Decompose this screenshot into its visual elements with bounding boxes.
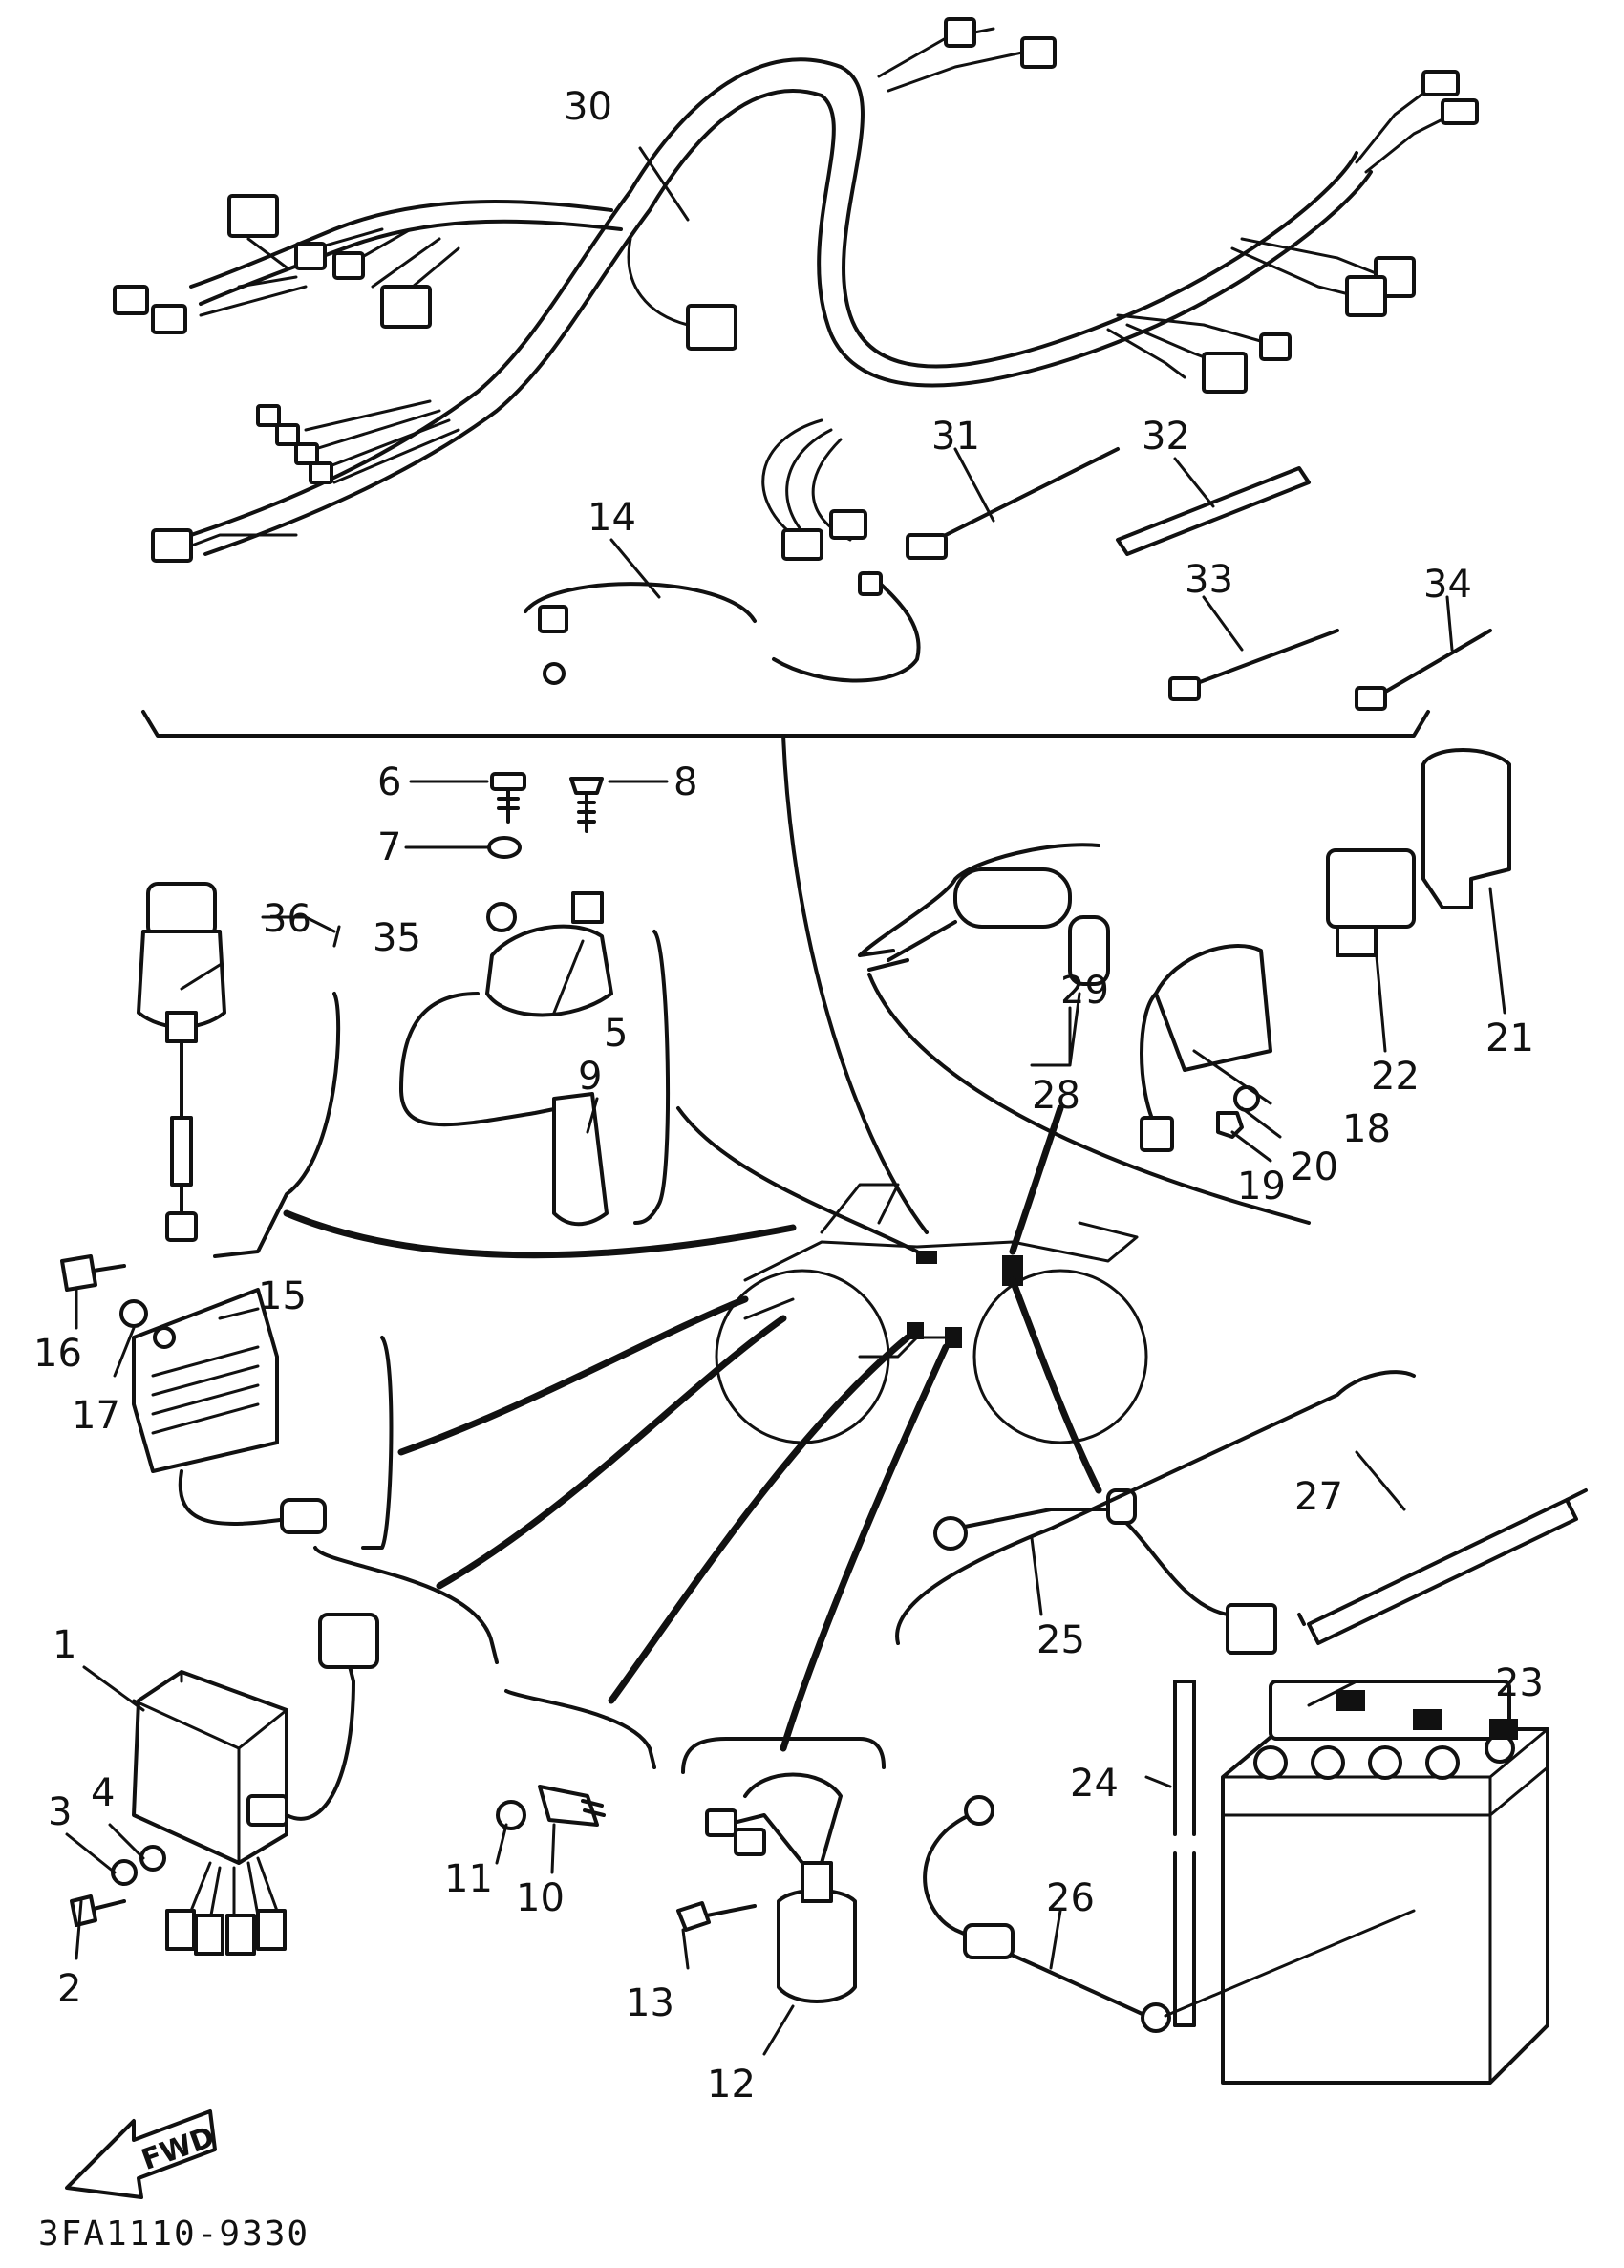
callout-36: 36 <box>263 897 311 941</box>
fwd-direction-arrow: FWD <box>65 2109 219 2199</box>
callout-29: 29 <box>1060 969 1109 1013</box>
cdi-unit-group <box>70 1546 499 1956</box>
callout-31: 31 <box>931 415 980 459</box>
callout-35: 35 <box>373 916 421 960</box>
callout-20: 20 <box>1290 1145 1338 1189</box>
callout-25: 25 <box>1036 1618 1085 1662</box>
callout-19: 19 <box>1237 1165 1286 1209</box>
callout-3: 3 <box>48 1790 72 1834</box>
callout-8: 8 <box>673 760 697 804</box>
callout-16: 16 <box>33 1332 82 1376</box>
callout-11: 11 <box>444 1857 493 1901</box>
callout-27: 27 <box>1294 1475 1343 1519</box>
callout-33: 33 <box>1185 558 1233 602</box>
relay-fuse-group <box>858 748 1511 1225</box>
callout-9: 9 <box>578 1055 602 1099</box>
neutral-switch-group <box>496 1689 656 1830</box>
callout-1: 1 <box>53 1623 76 1667</box>
callout-24: 24 <box>1070 1762 1119 1806</box>
callout-12: 12 <box>707 2063 756 2107</box>
leader-lines <box>65 146 1506 2056</box>
callout-6: 6 <box>377 760 401 804</box>
rectifier-group <box>60 1254 394 1550</box>
callout-15: 15 <box>258 1274 307 1318</box>
callout-5: 5 <box>604 1012 628 1056</box>
battery-group <box>895 1370 1588 2085</box>
callout-2: 2 <box>57 1967 81 2011</box>
callout-32: 32 <box>1142 415 1190 459</box>
callout-10: 10 <box>516 1876 565 1920</box>
callout-34: 34 <box>1423 563 1472 607</box>
callout-22: 22 <box>1371 1055 1420 1099</box>
callout-18: 18 <box>1342 1107 1391 1151</box>
callout-7: 7 <box>377 825 401 869</box>
drawing-code: 3FA1110-9330 <box>38 2215 310 2254</box>
motorcycle-outline <box>283 734 1148 1752</box>
starter-relay-group <box>676 1737 886 2003</box>
ignition-coil-group <box>137 772 671 1258</box>
callout-4: 4 <box>91 1771 115 1815</box>
callout-labels: 1 2 3 4 5 6 7 8 9 10 11 12 13 14 15 16 1… <box>33 85 1544 2107</box>
callout-28: 28 <box>1032 1074 1080 1118</box>
callout-23: 23 <box>1495 1661 1544 1705</box>
callout-21: 21 <box>1485 1016 1534 1060</box>
callout-30: 30 <box>564 85 612 129</box>
callout-14: 14 <box>588 496 636 540</box>
callout-17: 17 <box>72 1394 120 1438</box>
wire-harness <box>113 17 1492 738</box>
callout-26: 26 <box>1046 1876 1095 1920</box>
callout-13: 13 <box>626 1981 674 2025</box>
